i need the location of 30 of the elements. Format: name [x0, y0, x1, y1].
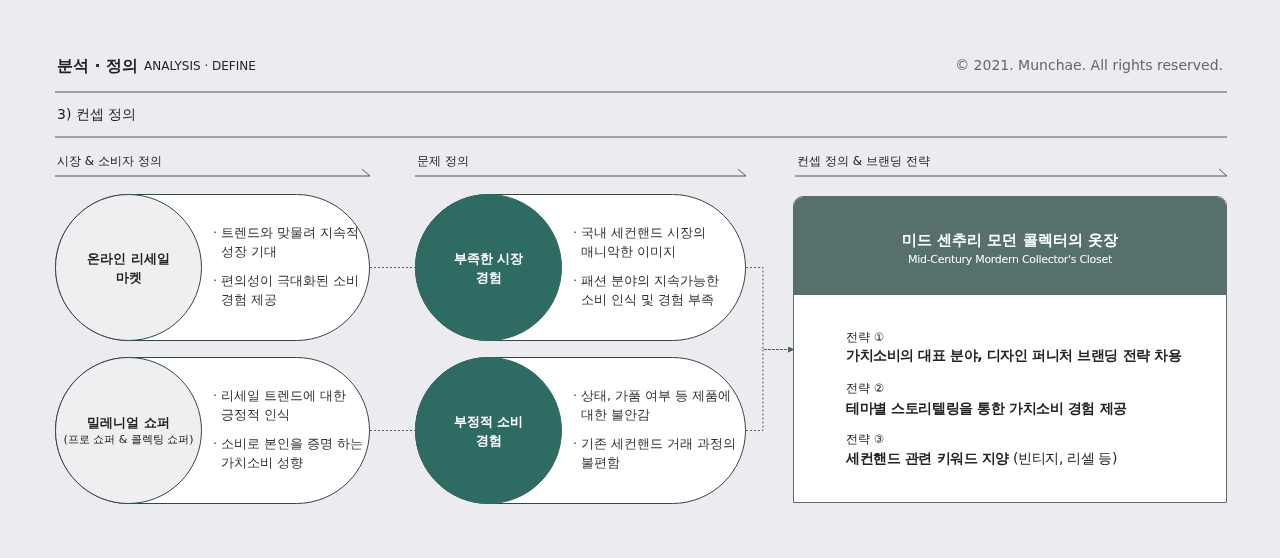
section-title: 3) 컨셉 정의: [57, 106, 137, 124]
strategy-number: 전략 ②: [846, 381, 884, 396]
circle-title: 부정적 소비 경험: [452, 412, 525, 450]
card-title: 미드 센추리 모던 콜렉터의 옷장: [901, 231, 1119, 250]
column-heading: 시장 & 소비자 정의: [57, 153, 162, 170]
circle-title: 온라인 리세일 마켓: [86, 249, 171, 287]
bullet-text: · 편의성이 극대화된 소비 경험 제공: [213, 272, 360, 309]
strategy-text: 세컨핸드 관련 키워드 지양 (빈티지, 리셀 등): [846, 450, 1118, 468]
bullet-text: · 리세일 트렌드에 대한 긍정적 인식: [213, 387, 347, 424]
strategy-number: 전략 ①: [846, 330, 884, 345]
card-subtitle: Mid-Century Mordern Collector's Closet: [907, 253, 1113, 266]
bullet-text: · 소비로 본인을 증명 하는 가치소비 성향: [213, 435, 364, 472]
bullet-text: · 기존 세컨핸드 거래 과정의 불편함: [573, 435, 737, 472]
column-heading: 문제 정의: [417, 153, 469, 170]
concept-card: [793, 196, 1227, 503]
bullet-text: · 상태, 가품 여부 등 제품에 대한 불안감: [573, 387, 732, 424]
strategy-text: 가치소비의 대표 분야, 디자인 퍼니처 브랜딩 전략 차용: [846, 347, 1183, 365]
strategy-number: 전략 ③: [846, 432, 884, 447]
bullet-text: · 국내 세컨핸드 시장의 매니악한 이미지: [573, 224, 707, 261]
circle-title: 부족한 시장 경험: [452, 249, 525, 287]
bullet-text: · 트렌드와 맞물려 지속적 성장 기대: [213, 224, 360, 261]
page-heading: 분석 · 정의: [57, 56, 139, 77]
strategy-text: 테마별 스토리텔링을 통한 가치소비 경험 제공: [846, 400, 1128, 418]
circle-subtitle: (프로 쇼퍼 & 콜렉팅 쇼퍼): [63, 432, 194, 448]
circle-title: 밀레니얼 쇼퍼: [87, 414, 170, 432]
column-heading: 컨셉 정의 & 브랜딩 전략: [797, 153, 930, 170]
dotted-connector: [745, 346, 794, 431]
bullet-text: · 패션 분야의 지속가능한 소비 인식 및 경험 부족: [573, 272, 720, 309]
page-subheading: ANALYSIS · DEFINE: [144, 59, 256, 73]
copyright-text: © 2021. Munchae. All rights reserved.: [955, 57, 1223, 73]
